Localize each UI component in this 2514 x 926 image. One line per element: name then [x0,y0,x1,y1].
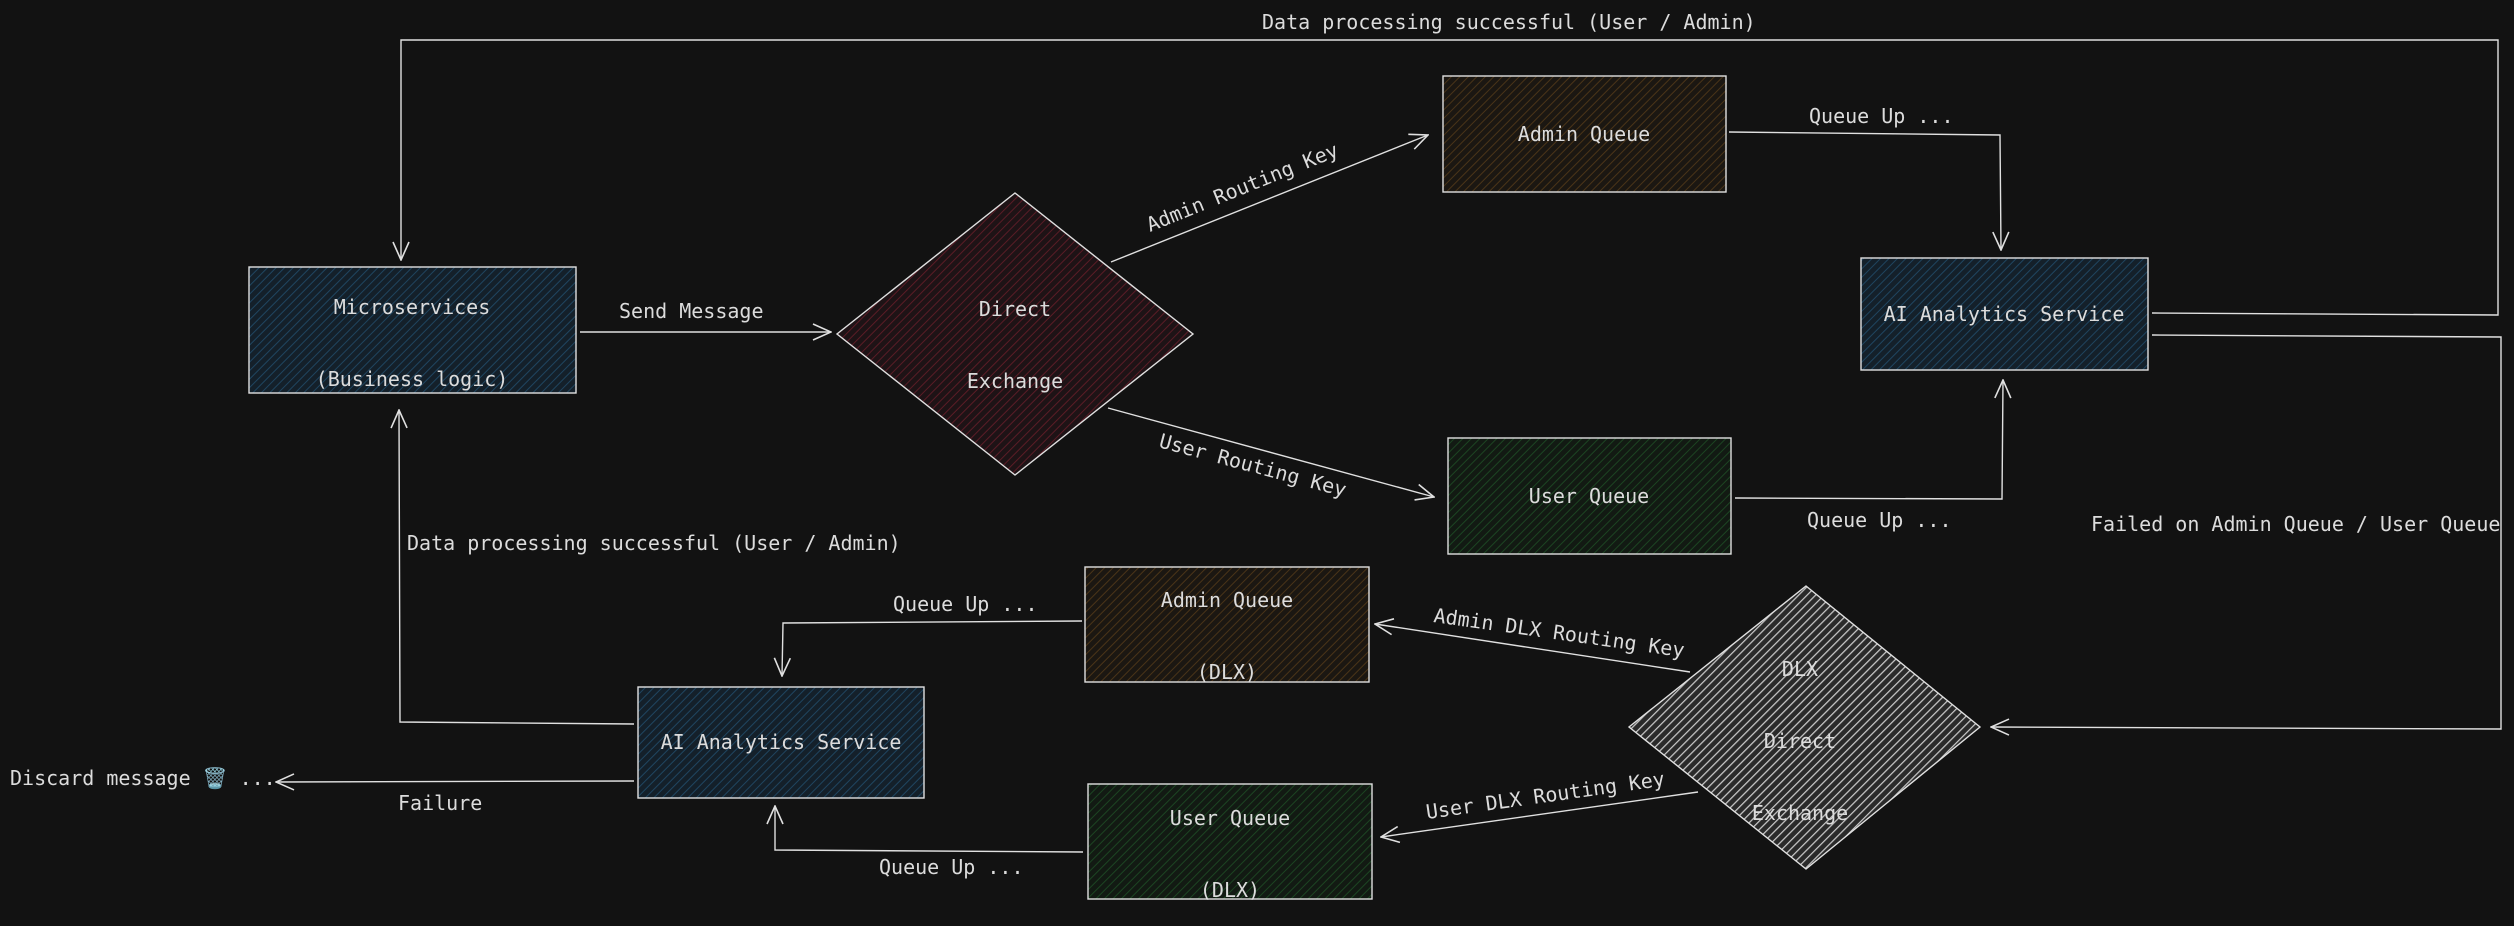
label-top-success: Data processing successful (User / Admin… [1262,10,1756,34]
user-queue-dlx-line1: User Queue [1169,806,1291,830]
dlx-exchange-line2: Direct [1763,729,1837,753]
label-queue-up-user: Queue Up ... [1807,508,1952,532]
ai-service-top-label: AI Analytics Service [1883,302,2125,326]
user-queue-box[interactable] [1447,437,1732,555]
admin-queue-label: Admin Queue [1517,122,1651,146]
edge-queue-up-admin [1728,131,2001,250]
ai-service-top-box[interactable] [1860,257,2149,371]
microservices-label: Microservices (Business logic) [316,247,509,415]
edge-top-success [401,39,2499,316]
admin-queue-dlx-line1: Admin Queue [1160,588,1294,612]
dlx-exchange-line1: DLX [1781,657,1819,681]
label-user-routing: User Routing Key [1157,429,1349,502]
edge-user-dlx-routing [1381,791,1699,837]
direct-exchange-line2: Exchange [966,369,1064,393]
edge-user-routing [1107,407,1434,497]
edge-failed [1991,334,2502,729]
label-admin-dlx-routing: Admin DLX Routing Key [1432,603,1686,662]
label-bottom-success: Data processing successful (User / Admin… [407,531,901,555]
admin-queue-dlx-box[interactable] [1084,566,1370,683]
label-failure: Failure [398,791,483,815]
ai-service-bottom-box[interactable] [637,686,925,799]
label-queue-up-admin-dlx: Queue Up ... [893,592,1038,616]
microservices-box[interactable] [248,266,577,394]
label-queue-up-admin: Queue Up ... [1809,104,1954,128]
edge-failure [276,781,635,782]
admin-queue-dlx-label: Admin Queue (DLX) [1161,540,1293,708]
discard-message-label: Discard message 🗑️ ... [10,766,276,790]
label-user-dlx-routing: User DLX Routing Key [1424,767,1666,824]
dlx-exchange-line3: Exchange [1751,801,1849,825]
admin-queue-box[interactable] [1442,75,1727,193]
label-queue-up-user-dlx: Queue Up ... [879,855,1024,879]
direct-exchange-diamond[interactable] [835,192,1195,476]
microservices-line2: (Business logic) [315,367,509,391]
user-queue-dlx-box[interactable] [1087,783,1373,900]
user-queue-label: User Queue [1528,484,1650,508]
admin-queue-dlx-line2: (DLX) [1196,660,1258,684]
label-failed: Failed on Admin Queue / User Queue [2091,512,2501,536]
edge-queue-up-user [1734,380,2003,500]
ai-service-bottom-label: AI Analytics Service [660,730,902,754]
label-send-message: Send Message [619,299,764,323]
direct-exchange-label: Direct Exchange [967,249,1063,417]
direct-exchange-line1: Direct [978,297,1052,321]
edge-queue-up-user-dlx [775,806,1084,853]
user-queue-dlx-label: User Queue (DLX) [1170,758,1290,926]
microservices-line1: Microservices [333,295,491,319]
dlx-exchange-diamond[interactable] [1627,585,1982,870]
edge-queue-up-admin-dlx [782,620,1083,676]
edge-admin-routing [1110,135,1428,263]
user-queue-dlx-line2: (DLX) [1199,878,1261,902]
label-admin-routing: Admin Routing Key [1143,138,1342,237]
edge-bottom-success [399,410,635,725]
edge-admin-dlx-routing [1375,624,1691,673]
dlx-exchange-label: DLX Direct Exchange [1752,609,1848,849]
